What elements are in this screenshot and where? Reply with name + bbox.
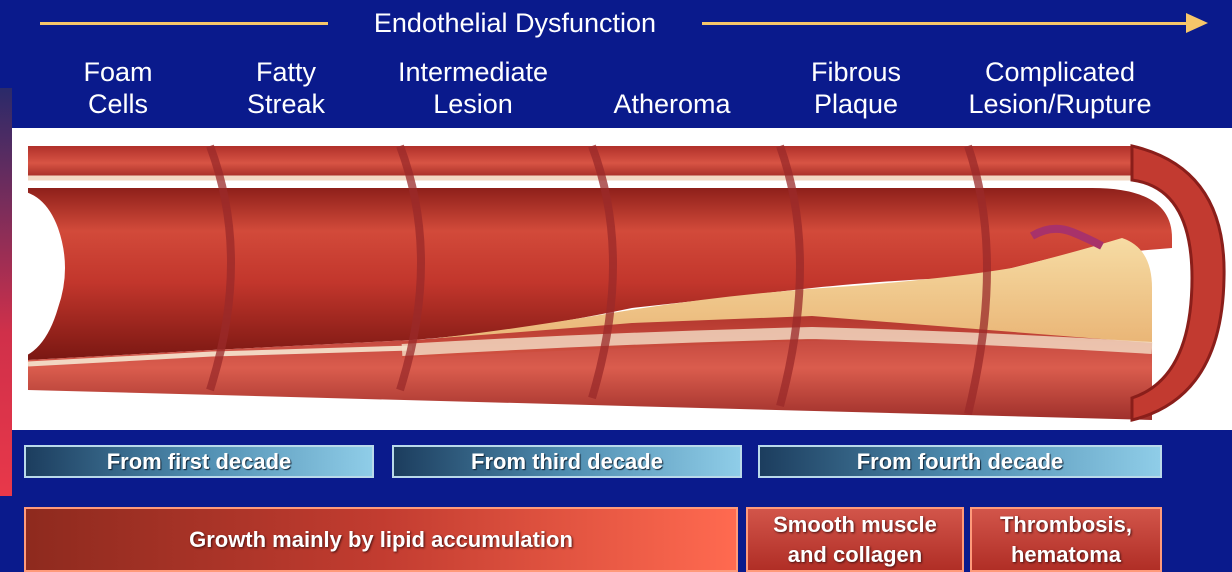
stage-label-atheroma: Atheroma: [592, 88, 752, 120]
timeline-line-left: [40, 22, 328, 25]
growth-thrombosis: Thrombosis, hematoma: [970, 507, 1162, 572]
timeline-title: Endothelial Dysfunction: [340, 6, 690, 40]
stage-label-complicated-lesion: Complicated Lesion/Rupture: [948, 56, 1172, 120]
growth-smooth-muscle: Smooth muscle and collagen: [746, 507, 964, 572]
timeline-header: Endothelial Dysfunction: [0, 0, 1232, 48]
artery-illustration: [12, 128, 1232, 430]
decade-bar-first: From first decade: [24, 445, 374, 478]
timeline-arrow-icon: [1186, 13, 1208, 33]
stage-label-fatty-streak: Fatty Streak: [226, 56, 346, 120]
growth-lipid-accumulation: Growth mainly by lipid accumulation: [24, 507, 738, 572]
stage-label-intermediate-lesion: Intermediate Lesion: [378, 56, 568, 120]
left-accent-strip: [0, 88, 12, 496]
stage-label-foam-cells: Foam Cells: [58, 56, 178, 120]
decade-bar-fourth: From fourth decade: [758, 445, 1162, 478]
stage-label-fibrous-plaque: Fibrous Plaque: [786, 56, 926, 120]
decade-bar-third: From third decade: [392, 445, 742, 478]
artery-illustration-panel: [12, 128, 1232, 430]
timeline-line-right: [702, 22, 1190, 25]
